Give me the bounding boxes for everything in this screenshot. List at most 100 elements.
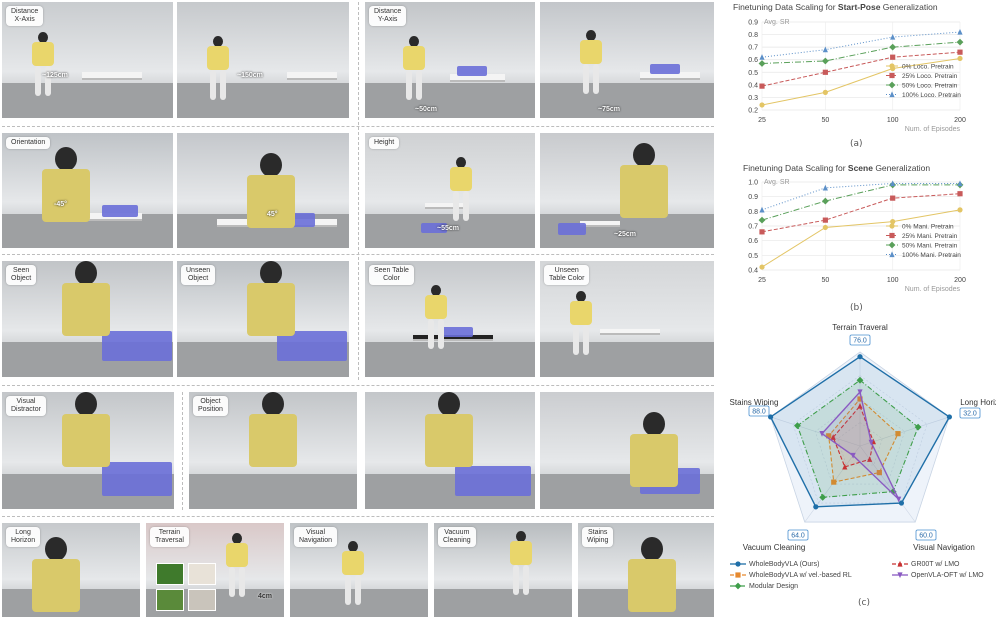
- y-tick-label: 0.7: [748, 45, 758, 52]
- table: [425, 203, 465, 209]
- photo-seen-table: Seen Table Color: [365, 261, 535, 377]
- legend-marker: [735, 572, 741, 578]
- legend-label: 50% Loco. Pretrain: [902, 82, 958, 89]
- y-tick-label: 0.2: [748, 108, 758, 115]
- photo-distance-x: Distance X-Axis~125cm: [2, 2, 173, 118]
- measurement-label: ~125cm: [42, 72, 68, 79]
- x-tick-label: 25: [758, 277, 766, 284]
- photo-variant-3: ~75cm: [540, 2, 714, 118]
- robot-torso: [510, 541, 532, 565]
- radar-point: [857, 354, 863, 360]
- data-point: [957, 191, 963, 197]
- radar-point: [876, 470, 882, 476]
- robot-head: [586, 30, 596, 41]
- photo-label: Distance Y-Axis: [369, 6, 407, 26]
- legend-label: GR00T w/ LMO: [911, 560, 960, 568]
- robot-vest: [247, 175, 296, 228]
- legend-item: WholeBodyVLA w/ vel.-based RL: [730, 571, 852, 579]
- panel-letter-a: (a): [850, 139, 863, 149]
- legend-marker: [897, 572, 903, 579]
- floor: [189, 473, 357, 509]
- radar-point: [826, 433, 832, 439]
- photo-seen-object: Seen Object: [2, 261, 173, 377]
- data-point: [890, 195, 896, 201]
- series-line: [761, 209, 961, 268]
- robot-leg: [523, 565, 529, 595]
- basket: [558, 223, 586, 235]
- robot-vest: [247, 283, 296, 336]
- photo-label: Visual Distractor: [6, 396, 46, 416]
- data-point: [957, 55, 963, 62]
- floor: [434, 588, 572, 617]
- floor: [177, 83, 349, 118]
- radar-axis-label: Vacuum Cleaning: [743, 543, 806, 552]
- robot-leg: [229, 567, 235, 597]
- table: [640, 72, 700, 80]
- radar-series: [769, 355, 951, 508]
- photo-label: Object Position: [193, 396, 228, 416]
- robot-leg: [453, 191, 459, 221]
- robot-vest: [620, 165, 669, 218]
- radar-point: [768, 414, 774, 420]
- legend-label: 50% Mani. Pretrain: [902, 242, 958, 249]
- x-tick-label: 100: [887, 277, 899, 284]
- legend-marker: [889, 251, 895, 258]
- radar-point: [856, 376, 864, 384]
- radar-axis-label: Terrain Traveral: [832, 323, 888, 332]
- robot-torso: [570, 301, 592, 325]
- legend-label: Modular Design: [749, 582, 799, 590]
- robot-torso: [450, 167, 472, 191]
- robot-head: [516, 531, 526, 542]
- radar-grid-ring: [837, 422, 883, 466]
- basket: [102, 205, 138, 217]
- table: [413, 335, 493, 341]
- y-tick-label: 1.0: [748, 180, 758, 187]
- radar-axis-label: Stains Wiping: [730, 398, 779, 407]
- x-axis-label: Num. of Episodes: [905, 286, 961, 293]
- data-point: [822, 184, 828, 191]
- robot-leg: [45, 66, 51, 96]
- series-line: [761, 182, 960, 211]
- legend-label: 100% Loco. Pretrain: [902, 92, 961, 99]
- robot-vest: [62, 283, 111, 336]
- robot-leg: [438, 319, 444, 349]
- data-point: [957, 49, 963, 55]
- photo-distance-y: Distance Y-Axis~50cm: [365, 2, 535, 118]
- legend-marker: [888, 241, 896, 249]
- radar-point: [819, 431, 825, 437]
- legend-swatch: [892, 560, 908, 567]
- basket: [650, 64, 680, 74]
- robot-head: [260, 261, 283, 286]
- data-point: [758, 60, 766, 67]
- floor: [365, 213, 535, 248]
- x-tick-label: 200: [954, 117, 966, 124]
- value-badge-label: 60.0: [919, 533, 933, 540]
- chart-a-title: Finetuning Data Scaling for Start-Pose G…: [733, 2, 938, 12]
- legend-marker: [888, 81, 896, 89]
- x-tick-label: 50: [821, 277, 829, 284]
- robot-torso: [32, 42, 54, 66]
- robot-head: [232, 533, 242, 544]
- robot-leg: [583, 325, 589, 355]
- terrain-tile: [156, 563, 184, 585]
- robot-vest: [42, 169, 91, 222]
- photo-variant-1: ~150cm: [177, 2, 349, 118]
- data-point: [889, 43, 897, 51]
- legend-swatch: [730, 561, 746, 567]
- robot-leg: [35, 66, 41, 96]
- robot-vest: [630, 434, 679, 487]
- horizontal-divider: [2, 126, 714, 127]
- chart-b-title: Finetuning Data Scaling for Scene Genera…: [743, 163, 931, 173]
- y-tick-label: 0.7: [748, 224, 758, 231]
- measurement-label: ~150cm: [237, 72, 263, 79]
- terrain-tile: [188, 563, 216, 585]
- data-point: [759, 102, 765, 108]
- radar-axis-label: Visual Navigation: [913, 543, 975, 552]
- photo-label: Stains Wiping: [582, 527, 614, 547]
- terrain-tile: [188, 589, 216, 611]
- legend-marker: [889, 91, 895, 98]
- y-tick-label: 0.8: [748, 209, 758, 216]
- legend-marker: [889, 72, 895, 79]
- photo-label: Unseen Table Color: [544, 265, 590, 285]
